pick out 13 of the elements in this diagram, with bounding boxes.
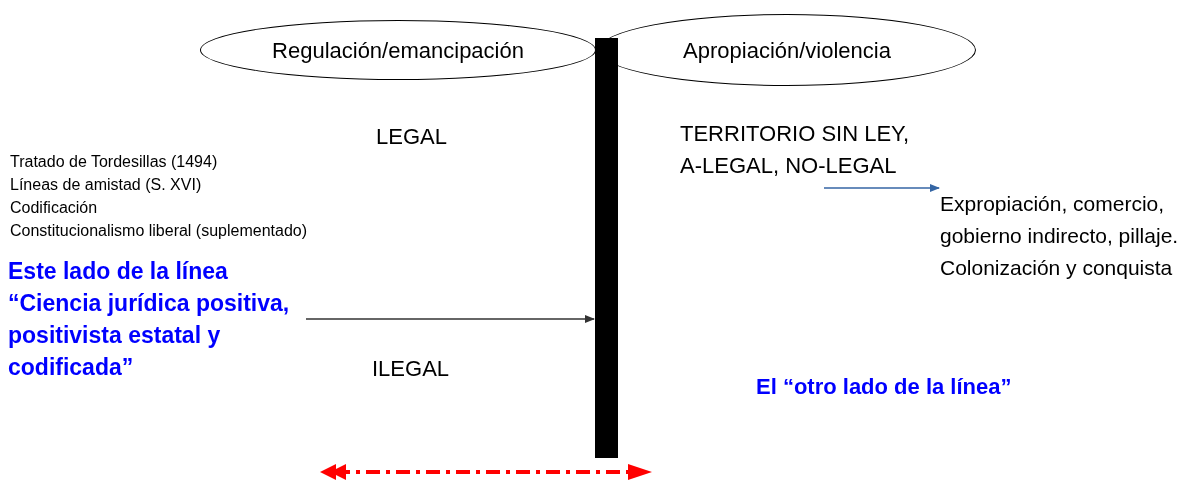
list-item: Tratado de Tordesillas (1494) [10,152,218,172]
list-item: Codificación [10,198,98,218]
illegal-label: ILEGAL [372,355,450,383]
legal-label: LEGAL [376,123,447,151]
territory-text: TERRITORIO SIN LEY, A-LEGAL, NO-LEGAL [680,118,914,214]
vertical-barrier-bar [595,38,618,458]
list-item: Constitucionalismo liberal (suplementado) [10,221,308,241]
list-item: Líneas de amistad (S. XVI) [10,175,202,195]
other-side-heading: El “otro lado de la línea” [756,373,1012,401]
side-heading: Este lado de la línea “Ciencia jurídica positiva, positivista estatal y codificada” [8,255,300,385]
consequence-text: Expropiación, comercio, gobierno indirecto, pillaje. Colonización y conquista [940,188,1180,353]
arrow [823,184,940,192]
arrow [305,315,595,323]
